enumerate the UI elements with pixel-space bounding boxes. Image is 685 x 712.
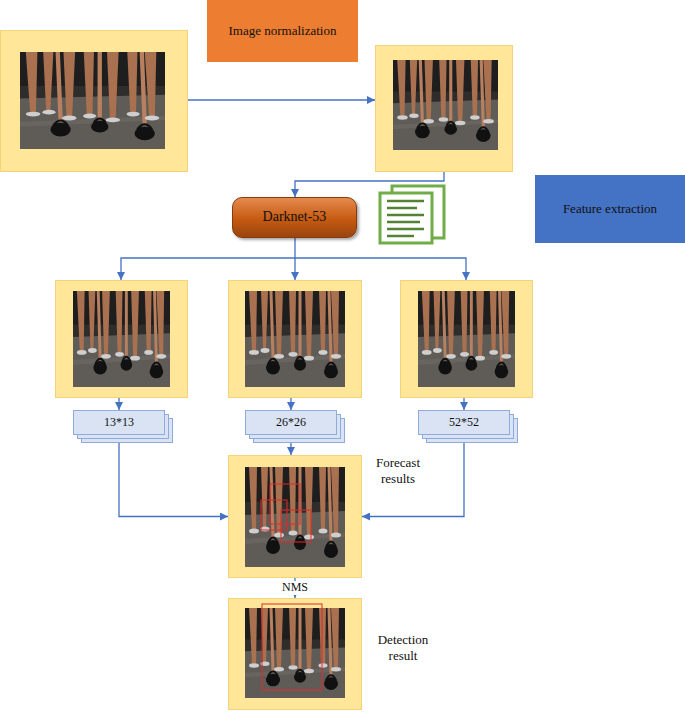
image-panels [1,31,533,710]
arrow [121,258,295,280]
scale-box: 13*13 [73,410,165,435]
arrow [295,258,466,280]
box-label: Feature extraction [563,201,657,217]
photo [245,467,345,567]
box-label: Image normalization [229,23,337,39]
panel-caption: Detection result [371,632,435,663]
scale-box: 26*26 [245,410,337,435]
image-frame [376,46,513,172]
image-panel: Forecast results [228,455,362,578]
photo [245,608,345,698]
bounding-box [262,604,322,690]
box-label: 13*13 [104,415,134,429]
photo [245,291,345,387]
photos [20,52,515,698]
image-frame [229,281,362,398]
step-label-box: Feature extraction [535,175,685,243]
arrow [294,238,295,280]
edge-label: NMS [280,581,310,595]
text-lines [387,201,424,236]
arrow [188,99,375,100]
flow-arrows [119,100,466,410]
flow-connector [119,443,228,517]
box-label: 52*52 [449,415,479,429]
scale-box: 52*52 [418,410,510,435]
bounding-box [281,510,311,542]
arrow [290,398,291,410]
arrow [463,398,464,410]
photo [393,60,498,150]
flow-connector [362,443,464,517]
bounding-box [261,500,287,530]
flow-connector [290,443,291,455]
step-label-box: Image normalization [207,0,358,62]
network-box: Darknet-53 [232,197,357,238]
photo [73,291,170,387]
arrow [118,398,119,410]
photo [418,291,515,387]
image-panel: Detection result [228,598,362,710]
image-frame [56,281,188,398]
image-frame [401,281,533,398]
page [380,193,432,243]
box-label: Darknet-53 [263,209,327,226]
bounding-box [270,484,300,524]
panel-caption: Forecast results [368,455,428,486]
document-icon [380,186,444,243]
arrow [295,172,444,197]
photo [20,52,165,149]
image-frame [1,31,188,172]
prediction-boxes [261,484,322,690]
image-frame [229,599,362,710]
box-label: 26*26 [276,415,306,429]
image-frame [229,456,362,578]
